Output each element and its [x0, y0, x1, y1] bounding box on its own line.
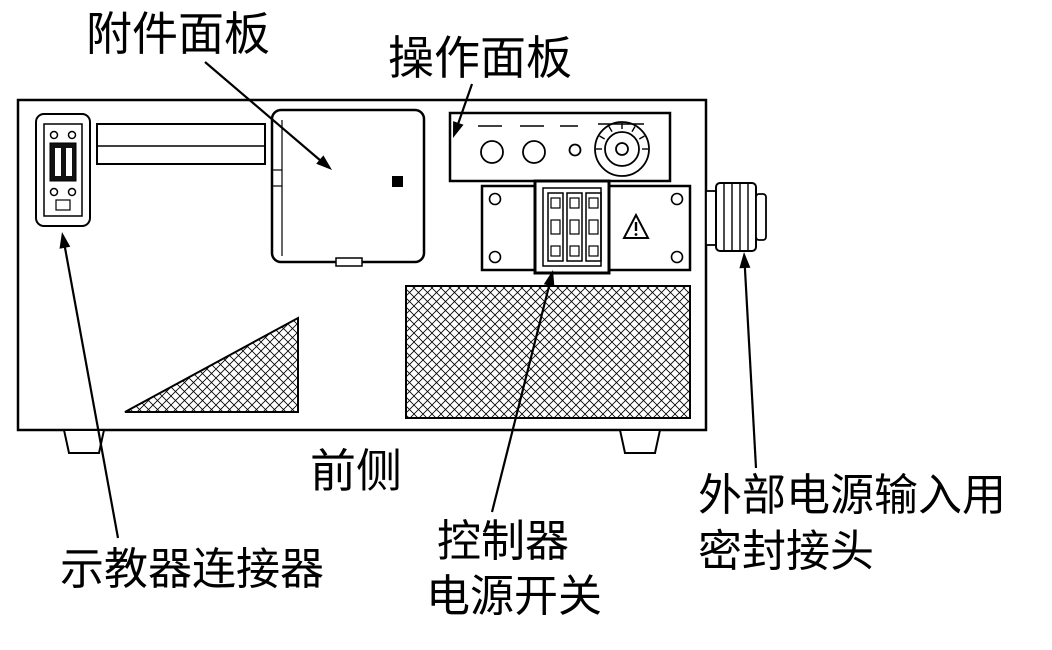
- vent-grille: [405, 285, 691, 419]
- top-slot: [96, 123, 266, 165]
- label-teach-pendant-connector: 示教器连接器: [60, 545, 324, 594]
- dial: [594, 121, 650, 177]
- arrow-cable-gland: [739, 252, 758, 469]
- knob-1: [480, 140, 504, 164]
- power-switch-assembly: [480, 179, 692, 275]
- label-controller-line2: 电源开关: [426, 572, 602, 621]
- foot-right: [618, 429, 662, 454]
- panel-lock-square: [392, 176, 403, 187]
- foot-left: [62, 429, 106, 454]
- warning-icon: [622, 212, 650, 239]
- label-controller-line1: 控制器: [437, 517, 569, 566]
- label-operation-panel: 操作面板: [388, 33, 572, 84]
- accessory-panel: [270, 108, 426, 267]
- arrow-accessory-panel: [204, 61, 332, 170]
- arrow-teach-pendant-connector: [59, 232, 120, 539]
- arrow-operation-panel: [453, 83, 474, 138]
- indicator-lamp: [568, 143, 582, 157]
- vent-triangle: [124, 316, 299, 413]
- label-external-power-line1: 外部电源输入用: [698, 471, 1006, 520]
- arrow-power-switch: [490, 270, 555, 513]
- knob-2: [522, 140, 546, 164]
- panel-legend-marks: [478, 123, 644, 127]
- operation-panel: [448, 111, 672, 183]
- label-accessory-panel: 附件面板: [86, 9, 270, 60]
- label-external-power-line2: 密封接头: [698, 527, 874, 576]
- cable-gland: [705, 182, 767, 252]
- label-front-side: 前侧: [310, 446, 402, 497]
- breaker-switch: [533, 179, 611, 275]
- teach-pendant-connector: [35, 113, 91, 227]
